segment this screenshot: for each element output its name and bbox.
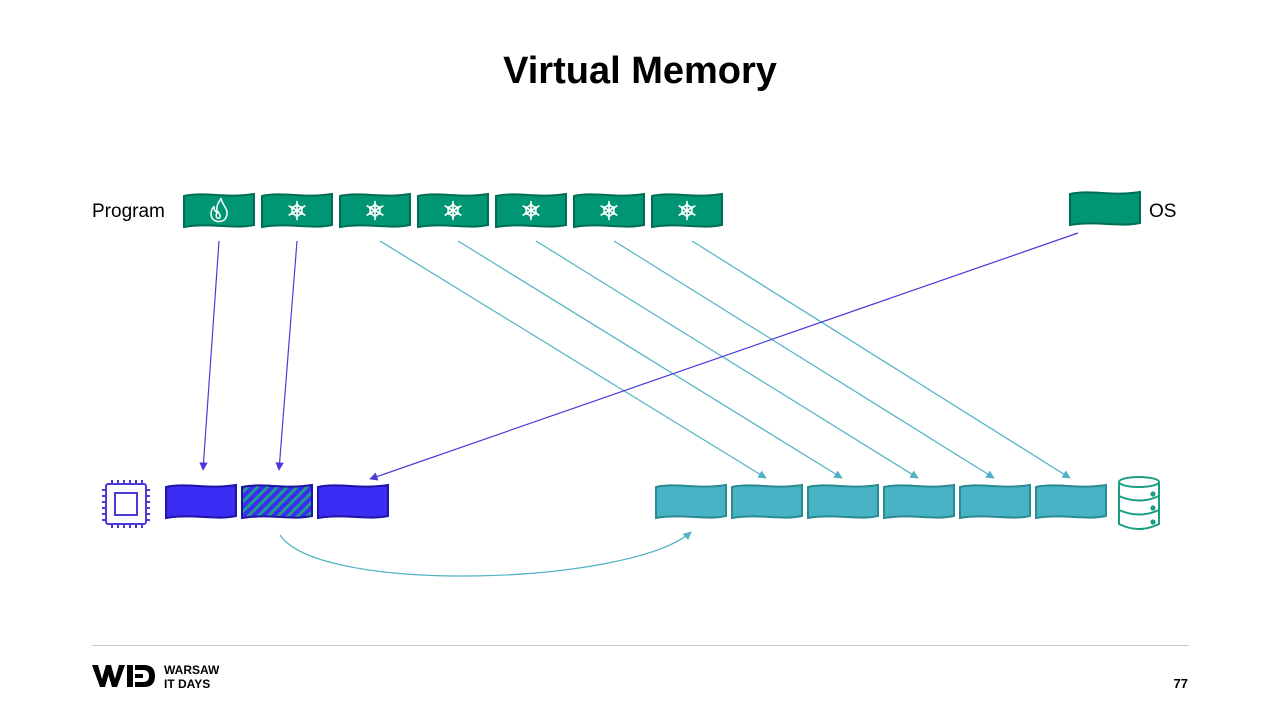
slide-title: Virtual Memory (503, 50, 777, 92)
snowflake-icon (600, 200, 618, 221)
program-page (183, 192, 255, 229)
snowflake-icon (366, 200, 384, 221)
disk-frame (883, 483, 955, 520)
program-page (339, 192, 411, 229)
swap-out-arrow (279, 531, 692, 577)
disk-frame (959, 483, 1031, 520)
program-pages (183, 192, 723, 229)
database-icon (1118, 476, 1160, 530)
os-page (1069, 190, 1141, 227)
program-page (651, 192, 723, 229)
disk-frames (655, 483, 1107, 520)
mapping-arrow (457, 240, 843, 479)
program-page (417, 192, 489, 229)
mapping-arrow (535, 240, 919, 479)
brand-line-1: WARSAW (164, 663, 220, 677)
disk-frame (655, 483, 727, 520)
program-page (573, 192, 645, 229)
disk-frame (731, 483, 803, 520)
program-page (261, 192, 333, 229)
mapping-arrow (613, 240, 995, 479)
mapping-arrow (379, 240, 767, 479)
os-label: OS (1149, 201, 1177, 222)
snowflake-icon (444, 200, 462, 221)
disk-frame (1035, 483, 1107, 520)
snowflake-icon (522, 200, 540, 221)
disk-frame (807, 483, 879, 520)
ram-frames (165, 483, 389, 520)
brand-line-2: IT DAYS (164, 677, 211, 691)
snowflake-icon (678, 200, 696, 221)
wid-logo-icon (92, 665, 155, 687)
snowflake-icon (288, 200, 306, 221)
ram-frame (317, 483, 389, 520)
page-number: 77 (1173, 676, 1188, 691)
os-pages (1069, 190, 1141, 227)
fire-icon (210, 197, 228, 223)
footer-divider (92, 645, 1189, 646)
mapping-arrow (199, 240, 220, 471)
mapping-arrow (691, 240, 1071, 479)
cpu-icon (102, 480, 150, 528)
mapping-arrow (275, 240, 298, 471)
ram-frame (165, 483, 237, 520)
brand-name: WARSAW IT DAYS (164, 663, 219, 691)
mapping-arrow (369, 232, 1079, 481)
program-page (495, 192, 567, 229)
mapping-arrows (199, 232, 1079, 577)
ram-frame (241, 483, 313, 520)
program-label: Program (92, 201, 165, 222)
